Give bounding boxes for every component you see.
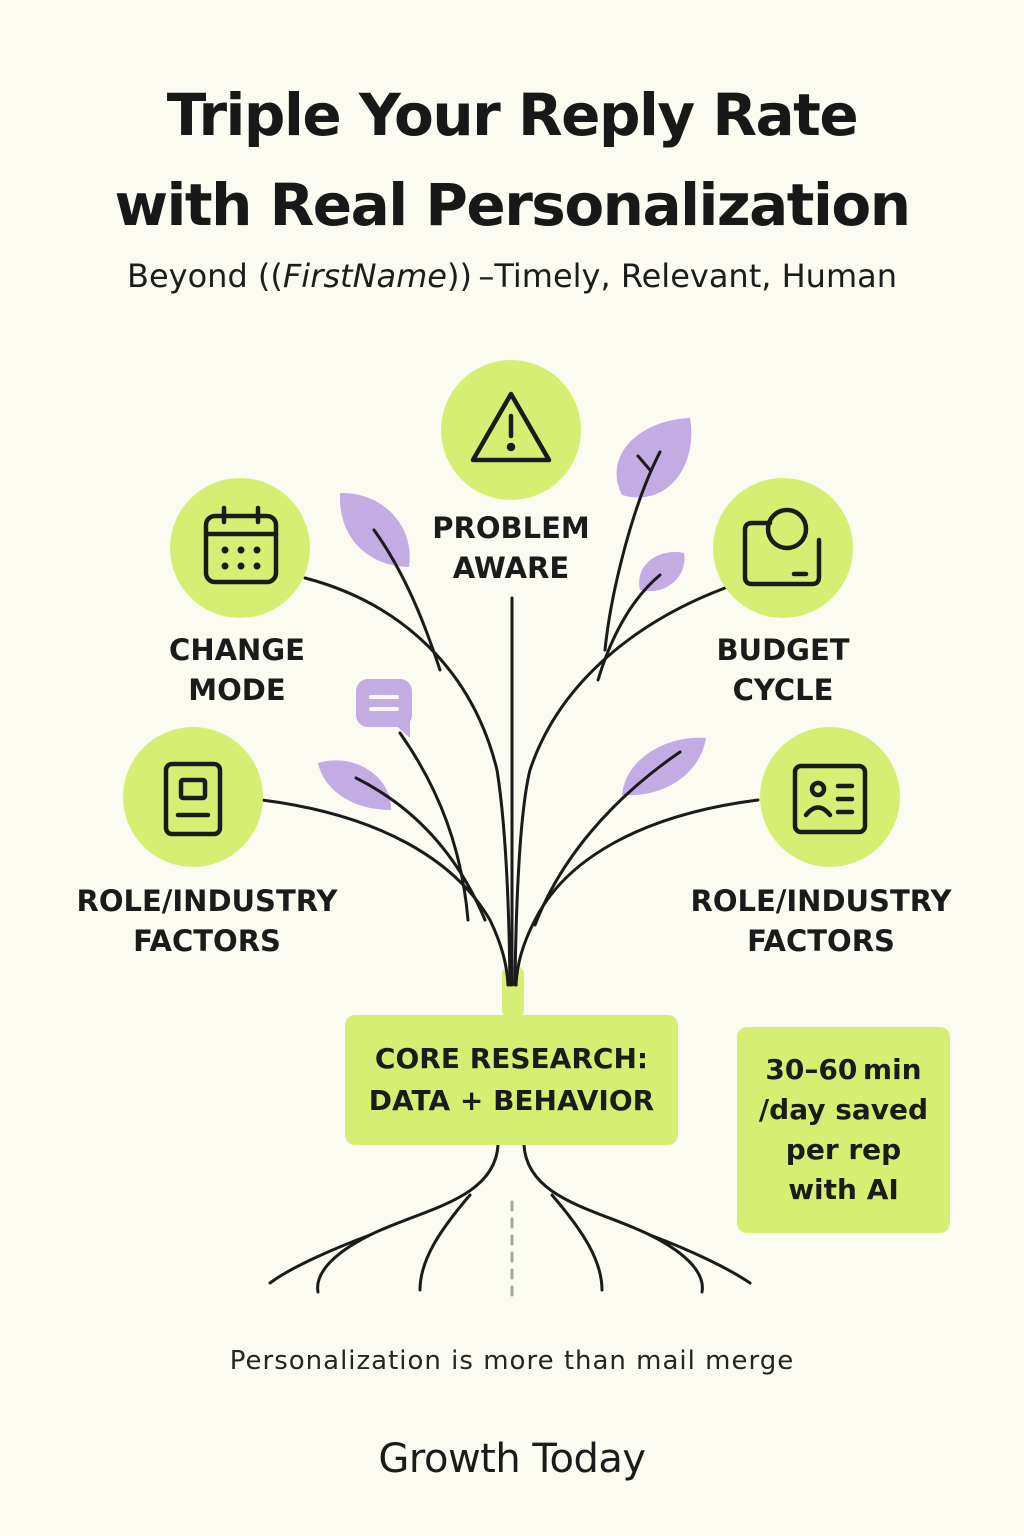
time-saved-badge: 30–60 min /day saved per rep with AI bbox=[737, 1027, 950, 1233]
branch-leaf-upper-left bbox=[372, 528, 442, 672]
document-photo bbox=[178, 777, 208, 801]
circle-role-right bbox=[760, 727, 900, 867]
wallet-body bbox=[742, 520, 822, 587]
label-role-right-line2: FACTORS bbox=[747, 924, 895, 958]
root-right-main bbox=[522, 1143, 704, 1294]
label-change-mode: CHANGE MODE bbox=[137, 630, 337, 710]
chat-bubble-lines bbox=[369, 695, 399, 711]
title-line-1: Triple Your Reply Rate bbox=[166, 81, 859, 149]
core-line-2: DATA + BEHAVIOR bbox=[368, 1084, 655, 1117]
label-problem-aware-line1: PROBLEM bbox=[432, 511, 590, 545]
core-line-1: CORE RESEARCH: bbox=[374, 1042, 649, 1075]
branch-role-left bbox=[260, 798, 510, 987]
warning-dot bbox=[506, 442, 516, 452]
calendar-frame bbox=[203, 513, 279, 585]
title-line-2: with Real Personalization bbox=[114, 171, 911, 239]
root-left-inner bbox=[418, 1193, 472, 1292]
stat-line-4: with AI bbox=[788, 1173, 899, 1206]
id-card-shoulders bbox=[803, 805, 833, 818]
label-role-left-line2: FACTORS bbox=[133, 924, 281, 958]
label-problem-aware: PROBLEM AWARE bbox=[411, 508, 611, 588]
label-change-mode-line2: MODE bbox=[188, 673, 286, 707]
wallet-icon bbox=[742, 507, 822, 587]
stat-line-2: /day saved bbox=[758, 1093, 929, 1126]
cal-dot bbox=[237, 546, 245, 554]
label-change-mode-line1: CHANGE bbox=[169, 633, 305, 667]
cal-dot bbox=[253, 546, 261, 554]
subtitle-suffix: )) –Timely, Relevant, Human bbox=[446, 257, 897, 295]
leaf-mid-left bbox=[318, 760, 392, 810]
branch-right-outer bbox=[513, 586, 727, 987]
label-problem-aware-line2: AWARE bbox=[452, 551, 570, 585]
cal-dot bbox=[237, 562, 245, 570]
stat-line-1: 30–60 min bbox=[765, 1053, 922, 1086]
label-budget-cycle-line1: BUDGET bbox=[716, 633, 850, 667]
calendar-dots bbox=[221, 546, 261, 570]
label-budget-cycle-line2: CYCLE bbox=[732, 673, 834, 707]
id-card-frame bbox=[792, 763, 868, 835]
document-icon bbox=[163, 761, 223, 837]
wallet-coin bbox=[765, 507, 809, 551]
warning-triangle bbox=[470, 391, 552, 463]
leaf-small-right bbox=[639, 552, 685, 592]
warning-icon bbox=[470, 391, 552, 463]
branch-leaf-top-right bbox=[603, 450, 662, 652]
page-title: Triple Your Reply Rate with Real Persona… bbox=[0, 70, 1024, 250]
chat-bubble-tail bbox=[392, 722, 410, 738]
leaf-top-right bbox=[616, 418, 692, 498]
branches bbox=[260, 450, 760, 987]
chat-bubble-icon bbox=[356, 679, 412, 727]
cal-dot bbox=[221, 546, 229, 554]
calendar-icon bbox=[203, 505, 279, 585]
branch-leaf-top-right-vein bbox=[636, 454, 652, 472]
brand-name: Growth Today bbox=[378, 1436, 646, 1482]
root-right-far bbox=[648, 1233, 752, 1285]
root-left-far bbox=[268, 1233, 372, 1285]
root-right-inner bbox=[550, 1193, 604, 1292]
subtitle-prefix: Beyond (( bbox=[127, 257, 283, 295]
roots bbox=[268, 1143, 752, 1302]
subtitle: Beyond ((FirstName)) –Timely, Relevant, … bbox=[0, 254, 1024, 298]
branch-leaf-small-right bbox=[596, 573, 662, 682]
branch-chat bbox=[398, 731, 470, 922]
branch-left-outer bbox=[303, 576, 512, 987]
core-research-box: CORE RESEARCH: DATA + BEHAVIOR bbox=[345, 1015, 678, 1145]
id-card-head bbox=[809, 780, 827, 798]
label-budget-cycle: BUDGET CYCLE bbox=[683, 630, 883, 710]
cal-dot bbox=[253, 562, 261, 570]
branch-role-right bbox=[514, 798, 760, 987]
stat-line-3: per rep bbox=[785, 1133, 902, 1166]
node-icons bbox=[163, 391, 868, 837]
footnote-text: Personalization is more than mail merge bbox=[229, 1346, 795, 1376]
root-left-main bbox=[316, 1143, 500, 1294]
label-role-industry-left: ROLE/INDUSTRY FACTORS bbox=[62, 881, 352, 961]
cal-dot bbox=[221, 562, 229, 570]
label-role-left-line1: ROLE/INDUSTRY bbox=[76, 884, 338, 918]
label-role-industry-right: ROLE/INDUSTRY FACTORS bbox=[676, 881, 966, 961]
label-role-right-line1: ROLE/INDUSTRY bbox=[690, 884, 952, 918]
subtitle-firstname: FirstName bbox=[282, 257, 447, 295]
document-frame bbox=[163, 761, 223, 837]
id-card-icon bbox=[792, 763, 868, 835]
